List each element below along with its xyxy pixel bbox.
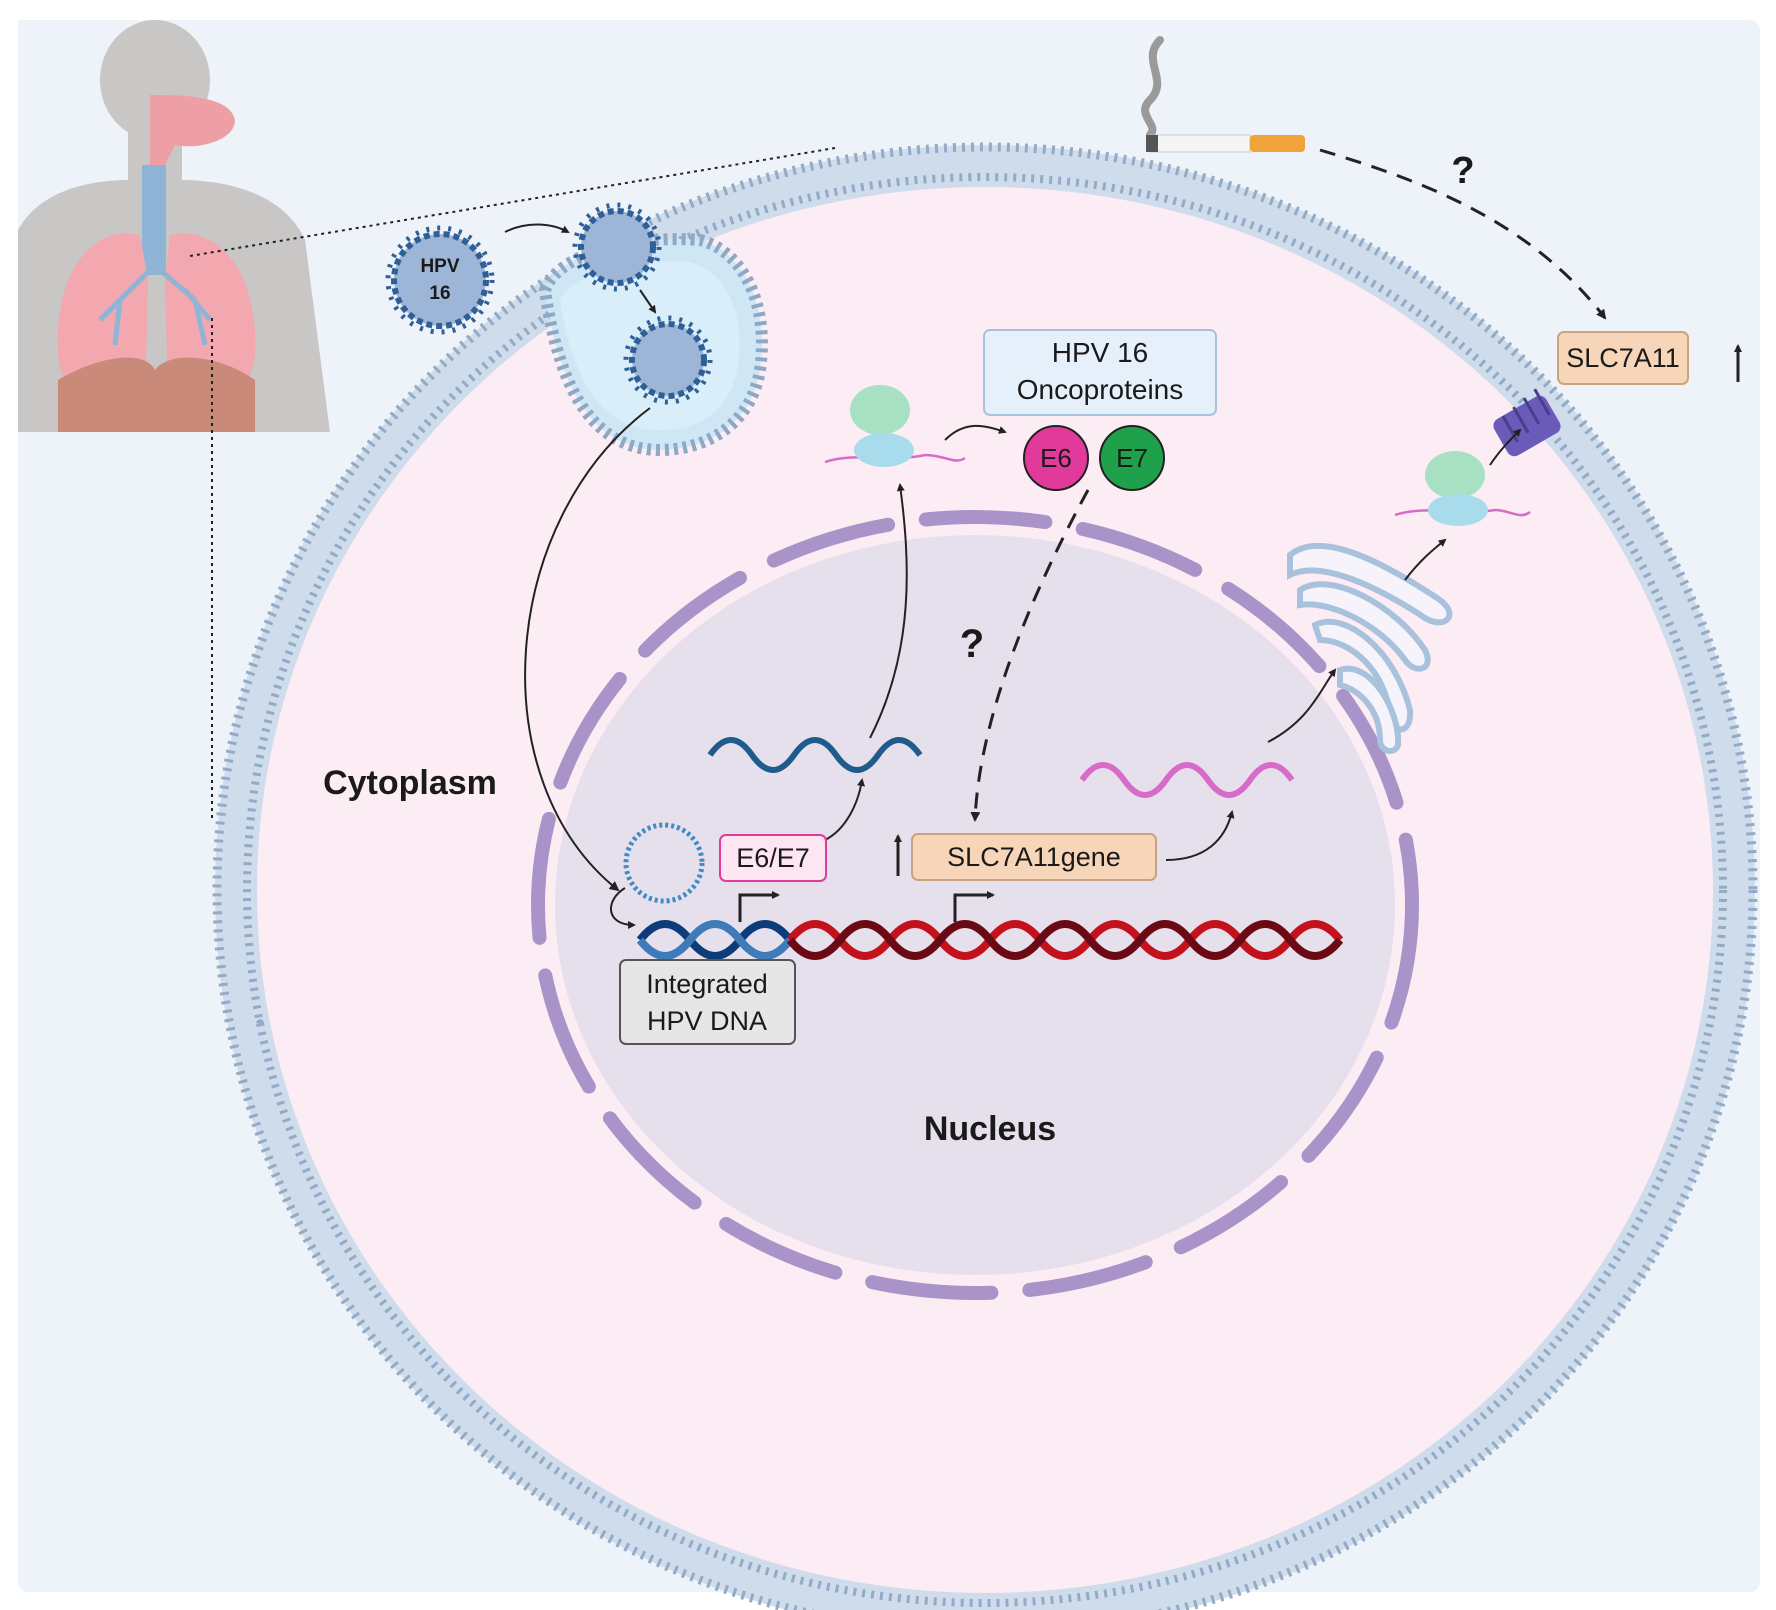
slc7a11-protein-box: SLC7A11 xyxy=(1557,331,1689,385)
oncoproteins-label-line2: Oncoproteins xyxy=(1017,374,1184,405)
arrow-viral-mrna-to-ribosome xyxy=(869,483,908,739)
e6-label: E6 xyxy=(1040,443,1072,473)
cytoplasm-label: Cytoplasm xyxy=(323,764,497,802)
oncoproteins-label-line1: HPV 16 xyxy=(1052,337,1149,368)
arrow-virus-endosome xyxy=(639,289,657,314)
arrow-circular-dna-integration xyxy=(609,887,636,929)
arrow-virus-entry xyxy=(504,223,570,233)
arrow-ribosome-to-oncoproteins xyxy=(944,424,1007,441)
arrow-slc7a11gene-to-host-mrna xyxy=(1165,810,1235,861)
ribosome-host xyxy=(1394,451,1531,526)
e7-protein: E7 xyxy=(1099,425,1165,491)
hpv16-label-line1: HPV xyxy=(420,256,459,277)
arrow-host-mrna-to-golgi xyxy=(1267,668,1337,743)
slc7a11-gene-box: SLC7A11gene xyxy=(911,833,1157,881)
viral-mrna xyxy=(707,737,923,773)
viral-dna-strand-2 xyxy=(636,920,794,960)
cell-membrane-dots xyxy=(212,142,1758,1610)
e6-protein: E6 xyxy=(1023,425,1089,491)
nucleus-body xyxy=(555,535,1395,1275)
nucleus-label: Nucleus xyxy=(924,1110,1056,1148)
cell-membrane-inner-dots xyxy=(243,173,1727,1607)
cigarette-icon xyxy=(1141,36,1305,153)
integrated-label-line1: Integrated xyxy=(646,969,768,999)
question-mark-smoking: ? xyxy=(1451,150,1474,192)
e7-label: E7 xyxy=(1116,443,1148,473)
arrow-smoking-to-slc7a11 xyxy=(1319,148,1607,320)
arrow-e6e7-to-viral-mrna xyxy=(824,778,865,841)
virus-entering xyxy=(572,202,662,292)
slc7a11-protein-label: SLC7A11 xyxy=(1566,343,1680,373)
ribosome-viral xyxy=(824,385,966,467)
nucleus xyxy=(531,510,1419,1300)
trachea xyxy=(142,165,166,275)
promoter-arrow-viral xyxy=(738,891,780,922)
circular-viral-dna xyxy=(623,822,705,904)
hpv16-label-line2: 16 xyxy=(429,283,450,304)
diaphragm xyxy=(58,357,255,432)
integrated-label-line2: HPV DNA xyxy=(647,1006,767,1036)
arrow-golgi-to-ribosome xyxy=(1404,538,1447,581)
slc7a11-gene-label: SLC7A11gene xyxy=(947,842,1121,872)
hpv16-virus: HPV 16 xyxy=(385,225,495,335)
nuclear-envelope xyxy=(531,510,1419,1300)
arrow-oncoproteins-to-slc7a11 xyxy=(970,489,1090,822)
oncoproteins-box: HPV 16 Oncoproteins xyxy=(983,329,1217,416)
e6e7-gene-label: E6/E7 xyxy=(736,843,810,873)
human-lung-illustration xyxy=(18,20,338,432)
arrow-ribosome-to-membrane xyxy=(1489,428,1522,466)
golgi-apparatus xyxy=(1287,542,1453,754)
virus-endosome xyxy=(623,315,713,405)
host-dna-strand-2 xyxy=(786,920,1344,960)
integrated-hpv-dna-box: Integrated HPV DNA xyxy=(619,959,796,1045)
viral-dna-strand-1 xyxy=(636,920,794,960)
arrow-virus-to-nucleus xyxy=(524,407,651,892)
host-dna-strand-1 xyxy=(786,920,1344,960)
e6e7-gene-box: E6/E7 xyxy=(719,834,827,882)
question-mark-oncoprotein: ? xyxy=(960,622,984,666)
promoter-arrow-host xyxy=(953,891,995,922)
host-mrna xyxy=(1079,762,1295,798)
